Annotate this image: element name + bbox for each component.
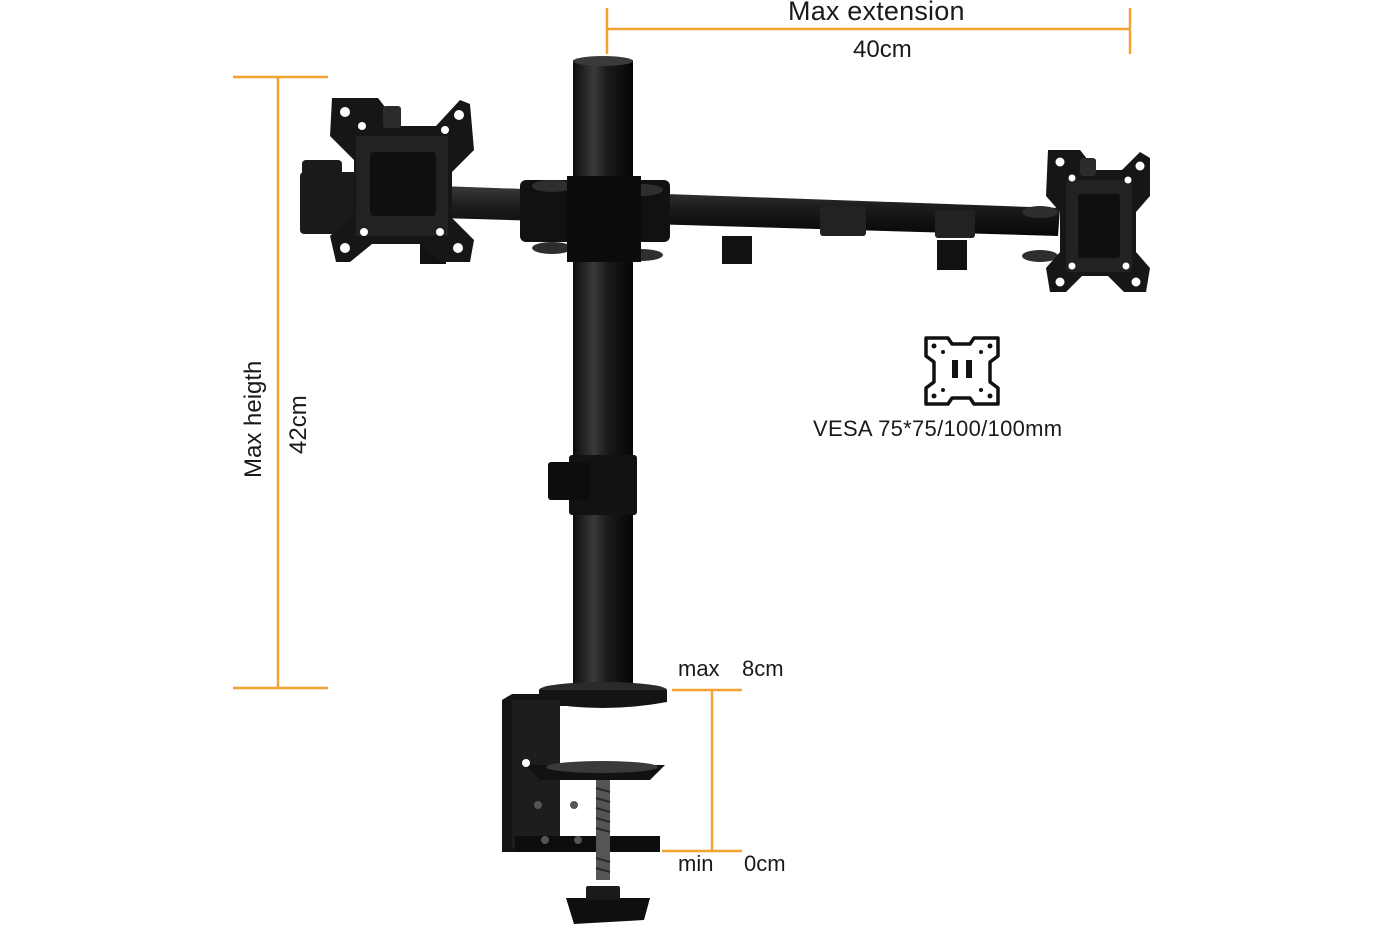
- clamp-min-label: min: [678, 851, 714, 876]
- height-label: Max heigth: [240, 360, 267, 478]
- extension-dimension-line: [605, 8, 1132, 54]
- vesa-label: VESA 75*75/100/100mm: [813, 416, 1063, 441]
- clamp-max-value: 8cm: [742, 656, 784, 681]
- extension-value: 40cm: [853, 36, 912, 63]
- clamp-max-label: max: [678, 656, 720, 681]
- height-value: 42cm: [285, 395, 312, 454]
- height-dimension-line: [233, 75, 328, 690]
- right-vesa-plate: [1046, 150, 1150, 292]
- clamp-range-dimension-line: [662, 688, 742, 853]
- extension-label: Max extension: [788, 0, 965, 26]
- vertical-pole: [548, 56, 641, 690]
- vesa-plate-icon: [924, 336, 1000, 406]
- left-vesa-plate: [302, 98, 474, 262]
- desk-clamp: [502, 682, 667, 924]
- clamp-min-value: 0cm: [744, 851, 786, 876]
